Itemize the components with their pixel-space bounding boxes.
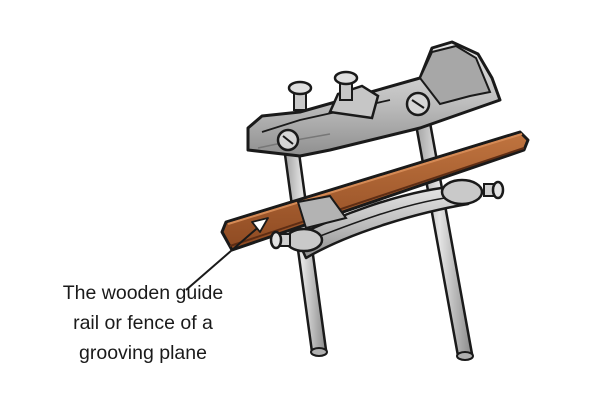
right-guide-rod [411,104,474,361]
caption-label: The wooden guide rail or fence of a groo… [18,278,268,368]
plane-handle [418,44,492,106]
caption-line-3: grooving plane [79,342,207,364]
fence-boss-left [284,227,324,253]
fence-web [296,194,348,230]
depth-stop-screw [287,80,313,111]
blade-adjust-screw [333,70,359,101]
fence-lock-screw-right [483,180,505,200]
body-rod-screw-left [276,128,300,152]
fence-bracket [284,178,484,260]
fence-boss-right [440,178,484,206]
body-rod-screw-right [405,91,431,117]
plane-body [246,40,502,158]
caption-line-1: The wooden guide [62,282,224,304]
arrow-icon [185,217,269,291]
caption-line-2: rail or fence of a [73,312,213,334]
fence-lock-screw-left [269,230,291,250]
blade-clamp [328,84,380,120]
